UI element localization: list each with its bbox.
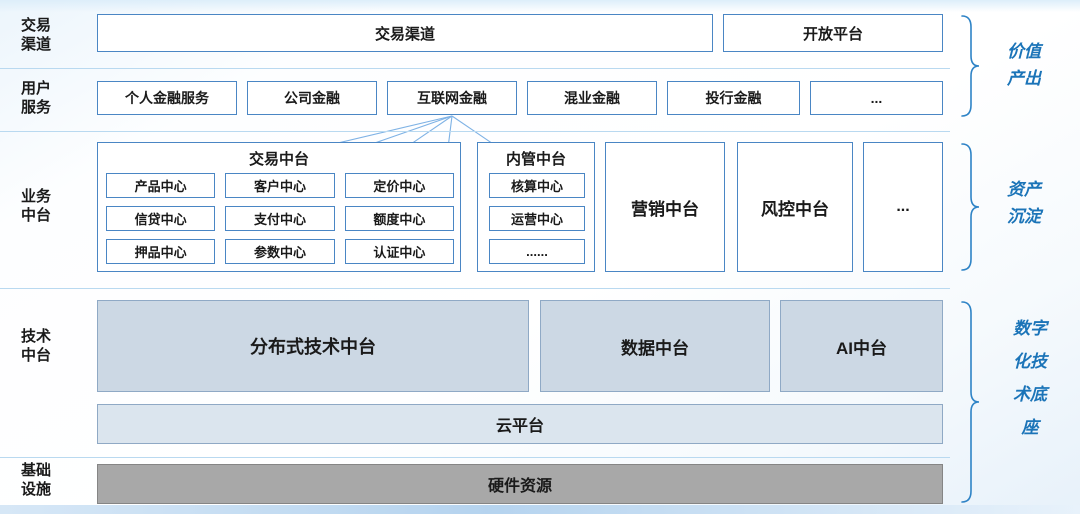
side-label-user-services: 用户 服务 bbox=[20, 80, 51, 116]
business-more-box: ... bbox=[863, 142, 943, 272]
distributed-tech-platform-box: 分布式技术中台 bbox=[97, 300, 529, 392]
annotation-value-output: 价值 产出 bbox=[1007, 42, 1041, 89]
center-cell-accounting: 核算中心 bbox=[489, 173, 585, 198]
center-cell-product: 产品中心 bbox=[106, 173, 216, 198]
trading-middle-platform-group: 交易中台 产品中心 客户中心 定价中心 信贷中心 支付中心 额度中心 押品中心 … bbox=[97, 142, 461, 272]
cloud-platform-bar: 云平台 bbox=[97, 404, 943, 444]
service-box-internet-finance: 互联网金融 bbox=[387, 81, 517, 115]
center-cell-parameter: 参数中心 bbox=[225, 239, 335, 264]
trading-group-title: 交易中台 bbox=[248, 151, 309, 168]
center-cell-payment: 支付中心 bbox=[225, 206, 335, 231]
row-divider bbox=[0, 68, 950, 69]
internal-group-title: 内管中台 bbox=[505, 151, 566, 168]
trading-channel-box: 交易渠道 bbox=[97, 14, 713, 52]
internal-centers-stack: 核算中心 运营中心 ...... bbox=[489, 173, 585, 264]
center-cell-operations: 运营中心 bbox=[489, 206, 585, 231]
row-divider bbox=[0, 457, 950, 458]
annotation-digital-tech-base: 数字 化技 术底 座 bbox=[1013, 319, 1047, 438]
service-box-mixed-finance: 混业金融 bbox=[527, 81, 657, 115]
ai-platform-box: AI中台 bbox=[780, 300, 943, 392]
service-box-corporate-finance: 公司金融 bbox=[247, 81, 377, 115]
open-platform-box: 开放平台 bbox=[723, 14, 943, 52]
row-divider bbox=[0, 131, 950, 132]
hardware-resources-bar: 硬件资源 bbox=[97, 464, 943, 504]
row-divider bbox=[0, 288, 950, 289]
internal-mgmt-platform-group: 内管中台 核算中心 运营中心 ...... bbox=[477, 142, 595, 272]
center-cell-authentication: 认证中心 bbox=[344, 239, 454, 264]
side-label-infrastructure: 基础 设施 bbox=[20, 462, 51, 498]
risk-control-platform-box: 风控中台 bbox=[737, 142, 853, 272]
annotation-asset-precipitation: 资产 沉淀 bbox=[1007, 180, 1041, 227]
service-box-personal-finance: 个人金融服务 bbox=[97, 81, 237, 115]
side-label-tech-platform: 技术 中台 bbox=[20, 328, 51, 364]
digital-base-bracket bbox=[961, 301, 980, 503]
value-output-bracket bbox=[961, 15, 980, 117]
service-box-more: ... bbox=[810, 81, 943, 115]
side-label-trading-channels: 交易 渠道 bbox=[20, 17, 51, 53]
top-gradient-band bbox=[0, 0, 1080, 12]
trading-centers-grid: 产品中心 客户中心 定价中心 信贷中心 支付中心 额度中心 押品中心 参数中心 … bbox=[106, 173, 454, 264]
bottom-gradient-band bbox=[0, 505, 1080, 514]
center-cell-collateral: 押品中心 bbox=[106, 239, 216, 264]
center-cell-pricing: 定价中心 bbox=[344, 173, 454, 198]
center-cell-ellipsis: ...... bbox=[489, 239, 585, 264]
side-label-business-platform: 业务 中台 bbox=[20, 188, 51, 224]
center-cell-quota: 额度中心 bbox=[344, 206, 454, 231]
marketing-platform-box: 营销中台 bbox=[605, 142, 725, 272]
center-cell-customer: 客户中心 bbox=[225, 173, 335, 198]
service-box-investment-banking: 投行金融 bbox=[667, 81, 800, 115]
center-cell-credit: 信贷中心 bbox=[106, 206, 216, 231]
data-platform-box: 数据中台 bbox=[540, 300, 770, 392]
asset-bracket bbox=[961, 143, 980, 271]
